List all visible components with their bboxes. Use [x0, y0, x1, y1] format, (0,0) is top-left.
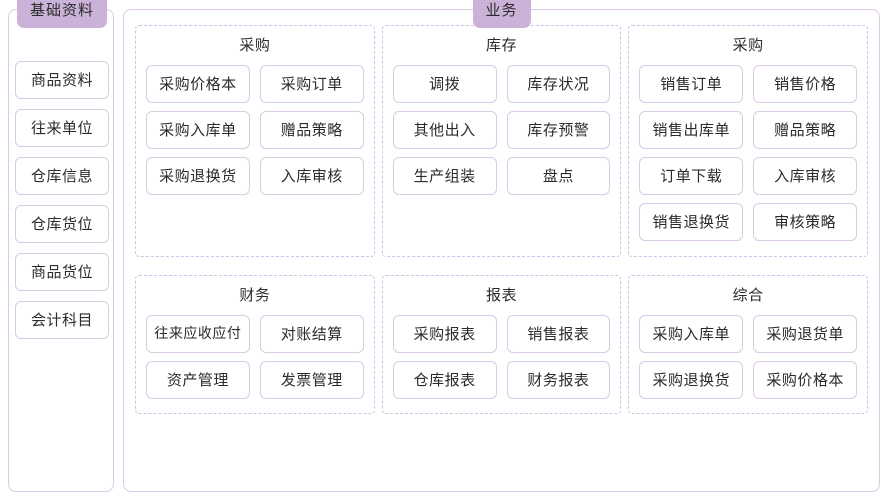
group-title: 综合	[732, 286, 764, 304]
group-item-button[interactable]: 采购价格本	[753, 361, 858, 399]
group-item-button[interactable]: 采购退换货	[639, 361, 744, 399]
group-item-grid: 调拨库存状况其他出入库存预警生产组装盘点	[392, 65, 611, 195]
group-item-button[interactable]: 库存预警	[506, 111, 611, 149]
business-group-container: 采购采购价格本采购订单采购入库单赠品策略采购退换货入库审核库存调拨库存状况其他出…	[124, 10, 879, 425]
sidebar-item-3[interactable]: 仓库信息	[15, 157, 109, 195]
group-item-button[interactable]: 采购报表	[392, 315, 497, 353]
group-item-button[interactable]: 赠品策略	[753, 111, 858, 149]
group-item-button[interactable]: 销售出库单	[639, 111, 744, 149]
group-2-1: 财务往来应收应付对账结算资产管理发票管理	[135, 275, 375, 414]
group-item-button[interactable]: 调拨	[392, 65, 497, 103]
group-item-button[interactable]: 采购退换货	[146, 157, 250, 195]
group-item-button[interactable]: 仓库报表	[392, 361, 497, 399]
group-item-grid: 采购入库单采购退货单采购退换货采购价格本	[639, 315, 858, 399]
group-title: 报表	[486, 286, 518, 304]
group-item-button[interactable]: 采购入库单	[146, 111, 250, 149]
business-panel: 业务 采购采购价格本采购订单采购入库单赠品策略采购退换货入库审核库存调拨库存状况…	[123, 0, 880, 492]
sidebar-item-6[interactable]: 会计科目	[15, 301, 109, 339]
basic-data-item-list: 商品资料往来单位仓库信息仓库货位商品货位会计科目	[9, 10, 113, 339]
business-panel-title: 业务	[472, 0, 531, 28]
group-item-grid: 往来应收应付对账结算资产管理发票管理	[146, 315, 364, 399]
group-item-button[interactable]: 库存状况	[506, 65, 611, 103]
group-item-button[interactable]: 往来应收应付	[146, 315, 250, 353]
group-item-grid: 采购价格本采购订单采购入库单赠品策略采购退换货入库审核	[146, 65, 364, 195]
group-title: 财务	[239, 286, 271, 304]
group-item-button[interactable]: 财务报表	[506, 361, 611, 399]
group-item-button[interactable]: 采购退货单	[753, 315, 858, 353]
sidebar-item-2[interactable]: 往来单位	[15, 109, 109, 147]
group-item-button[interactable]: 盘点	[506, 157, 611, 195]
sidebar-item-4[interactable]: 仓库货位	[15, 205, 109, 243]
basic-data-panel-title: 基础资料	[17, 0, 108, 28]
group-item-button[interactable]: 订单下载	[639, 157, 744, 195]
group-item-button[interactable]: 采购入库单	[639, 315, 744, 353]
group-item-button[interactable]: 销售报表	[506, 315, 611, 353]
sidebar-item-5[interactable]: 商品货位	[15, 253, 109, 291]
group-item-button[interactable]: 其他出入	[392, 111, 497, 149]
group-item-button[interactable]: 审核策略	[753, 203, 858, 241]
group-item-button[interactable]: 生产组装	[392, 157, 497, 195]
group-2-2: 报表采购报表销售报表仓库报表财务报表	[381, 275, 622, 414]
group-2-3: 综合采购入库单采购退货单采购退换货采购价格本	[628, 275, 869, 414]
group-item-button[interactable]: 资产管理	[146, 361, 250, 399]
group-item-button[interactable]: 赠品策略	[259, 111, 364, 149]
group-item-button[interactable]: 采购订单	[259, 65, 364, 103]
group-1-1: 采购采购价格本采购订单采购入库单赠品策略采购退换货入库审核	[135, 25, 375, 257]
group-1-2: 库存调拨库存状况其他出入库存预警生产组装盘点	[381, 25, 622, 257]
group-item-button[interactable]: 采购价格本	[146, 65, 250, 103]
group-title: 采购	[732, 36, 764, 54]
group-item-grid: 采购报表销售报表仓库报表财务报表	[392, 315, 611, 399]
group-item-button[interactable]: 销售订单	[639, 65, 744, 103]
sidebar-item-1[interactable]: 商品资料	[15, 61, 109, 99]
group-item-button[interactable]: 入库审核	[753, 157, 858, 195]
group-title: 库存	[486, 36, 518, 54]
group-item-button[interactable]: 销售价格	[753, 65, 858, 103]
group-item-button[interactable]: 入库审核	[259, 157, 364, 195]
group-title: 采购	[239, 36, 271, 54]
group-1-3: 采购销售订单销售价格销售出库单赠品策略订单下载入库审核销售退换货审核策略	[628, 25, 869, 257]
group-item-button[interactable]: 对账结算	[259, 315, 364, 353]
group-row-1: 采购采购价格本采购订单采购入库单赠品策略采购退换货入库审核库存调拨库存状况其他出…	[135, 25, 869, 257]
group-item-grid: 销售订单销售价格销售出库单赠品策略订单下载入库审核销售退换货审核策略	[639, 65, 858, 241]
basic-data-panel: 基础资料 商品资料往来单位仓库信息仓库货位商品货位会计科目	[8, 0, 114, 492]
group-item-button[interactable]: 发票管理	[259, 361, 364, 399]
group-row-2: 财务往来应收应付对账结算资产管理发票管理报表采购报表销售报表仓库报表财务报表综合…	[135, 275, 869, 414]
group-item-button[interactable]: 销售退换货	[639, 203, 744, 241]
